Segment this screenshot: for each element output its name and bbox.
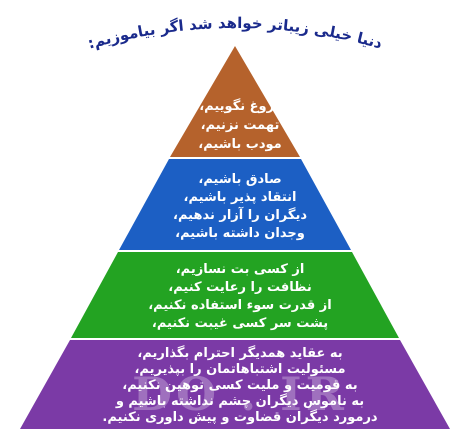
tier-2-line: دیگران را آزار ندهیم، — [173, 206, 307, 223]
tier-2-line: وجدان داشته باشیم، — [175, 226, 305, 241]
tier-1-line: مودب باشیم، — [198, 137, 281, 152]
tier-3-line: از قدرت سوء استفاده نکنیم، — [148, 298, 332, 313]
tier-4-line: درمورد دیگران قضاوت و پیش داوری نکنیم. — [102, 409, 378, 425]
tier-1-line: دروغ نگوییم، — [199, 98, 281, 114]
tier-3-line: نظافت را رعایت کنیم، — [168, 280, 311, 295]
tier-3-line: از کسی بت نسازیم، — [176, 262, 305, 277]
tier-2-line: انتقاد پذیر باشیم، — [184, 190, 297, 205]
pyramid-tier-2 — [119, 159, 351, 250]
pyramid-tier-4 — [20, 340, 450, 429]
watermark: DO . IR — [132, 367, 348, 421]
pyramid-tier-1 — [170, 46, 300, 157]
pyramid-tier-3 — [71, 252, 399, 338]
tier-2-line: صادق باشیم، — [198, 172, 281, 187]
tier-4-line: به قومیت و ملیت کسی توهین نکنیم، — [122, 378, 357, 393]
tier-3-line: پشت سر کسی غیبت نکنیم، — [152, 316, 328, 331]
tier-4-line: مسئولیت اشتباهاتمان را بپذیریم، — [134, 362, 345, 377]
tier-1-line: تهمت نزنیم، — [201, 118, 280, 133]
tier-4-line: به عقاید همدیگر احترام بگذاریم، — [137, 345, 342, 361]
tier-4-line: به ناموس دیگران چشم نداشته باشیم و — [115, 393, 364, 409]
